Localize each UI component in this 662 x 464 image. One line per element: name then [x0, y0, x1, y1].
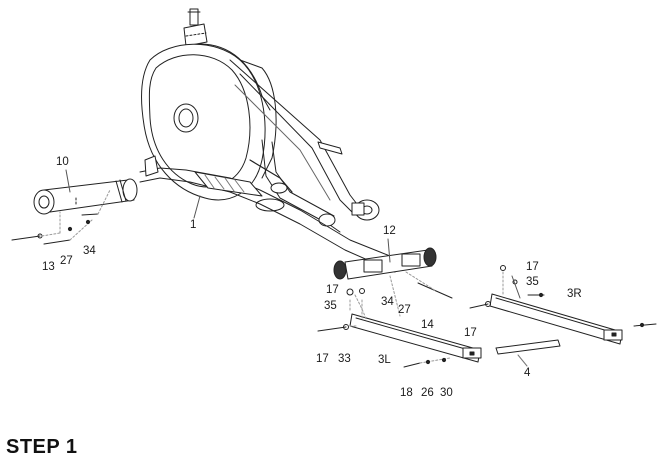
part-label-17-lower: 17: [316, 353, 329, 365]
main-frame-drawing: [139, 8, 396, 273]
part-label-12: 12: [383, 225, 396, 237]
front-stabilizer-drawing: [11, 178, 138, 245]
part-label-3L: 3L: [378, 354, 391, 366]
part-label-10: 10: [56, 156, 69, 168]
part-label-27-left: 27: [60, 255, 73, 267]
part-label-35-right: 35: [526, 276, 539, 288]
leader-lines: [65, 169, 521, 299]
left-rail-drawing: [317, 288, 482, 368]
right-rail-drawing: [469, 265, 657, 345]
part-label-33: 33: [338, 353, 351, 365]
part-label-34-left: 34: [83, 245, 96, 257]
part-label-30: 30: [440, 387, 453, 399]
part-label-3R: 3R: [567, 288, 582, 300]
cover-plate-drawing: [495, 339, 561, 367]
part-label-35-mid: 35: [324, 300, 337, 312]
step-title: STEP 1: [6, 436, 78, 458]
part-label-17-right-lower: 17: [464, 327, 477, 339]
rear-stabilizer-drawing: [333, 247, 453, 317]
part-label-17-mid: 17: [326, 284, 339, 296]
part-label-1: 1: [190, 219, 197, 231]
part-label-4: 4: [524, 367, 531, 379]
part-label-18: 18: [400, 387, 413, 399]
part-label-14: 14: [421, 319, 434, 331]
part-label-13: 13: [42, 261, 55, 273]
part-label-27-mid: 27: [398, 304, 411, 316]
part-label-26: 26: [421, 387, 434, 399]
part-label-34-mid: 34: [381, 296, 394, 308]
part-label-17-right-top: 17: [526, 261, 539, 273]
